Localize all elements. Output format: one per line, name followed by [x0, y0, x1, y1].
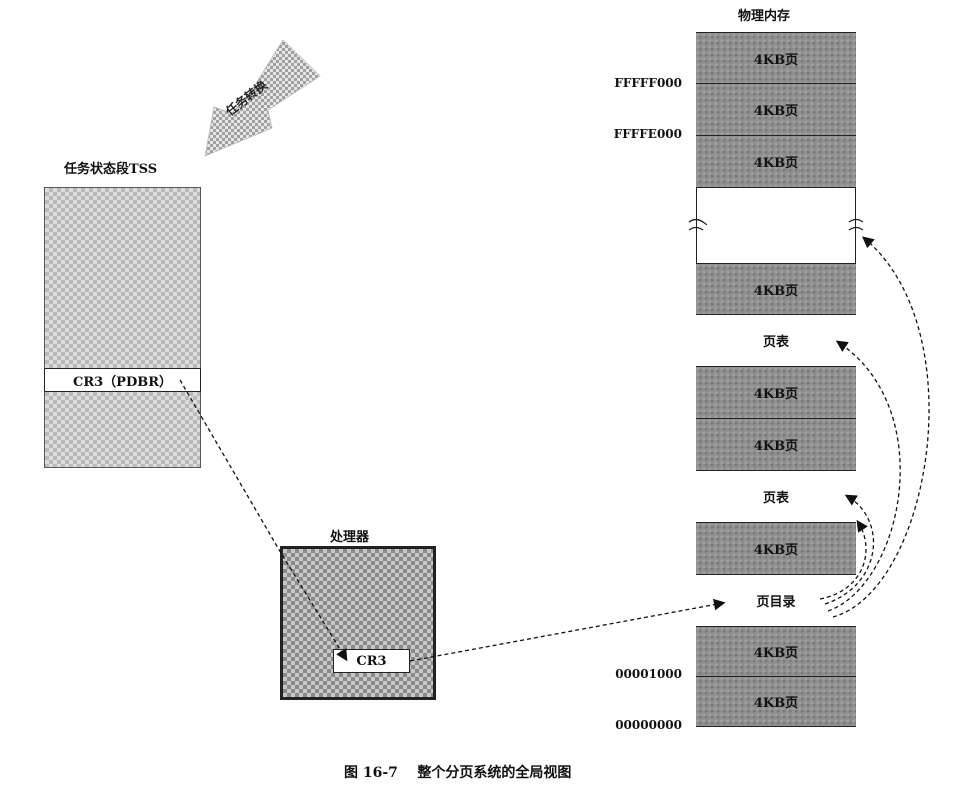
figure-caption: 图 16-7 整个分页系统的全局视图 — [344, 765, 572, 781]
memory-page: 4KB页 — [696, 627, 856, 677]
page-table: 页表 — [696, 315, 856, 367]
memory-gap — [696, 188, 856, 263]
memory-column-bottom: 4KB页 页表 4KB页 4KB页 页表 4KB页 页目录 4KB页 4KB页 — [696, 263, 856, 727]
memory-title: 物理内存 — [738, 9, 791, 24]
memory-page: 4KB页 — [696, 419, 856, 471]
address-label: FFFFF000 — [614, 76, 682, 90]
processor-title: 处理器 — [330, 530, 370, 545]
address-label: 00000000 — [615, 718, 682, 732]
memory-column-top: 4KB页 4KB页 4KB页 — [696, 32, 856, 188]
memory-page: 4KB页 — [696, 367, 856, 419]
address-label: FFFFE000 — [613, 127, 682, 141]
address-label: 00001000 — [615, 667, 682, 681]
memory-page: 4KB页 — [696, 263, 856, 315]
memory-page: 4KB页 — [696, 677, 856, 727]
tss-cr3-field: CR3（PDBR） — [44, 368, 201, 392]
page-table: 页表 — [696, 471, 856, 523]
memory-page: 4KB页 — [696, 32, 856, 84]
memory-page: 4KB页 — [696, 136, 856, 188]
tss-title: 任务状态段TSS — [64, 162, 158, 177]
memory-page: 4KB页 — [696, 523, 856, 575]
memory-page: 4KB页 — [696, 84, 856, 136]
tss-block — [44, 187, 201, 468]
